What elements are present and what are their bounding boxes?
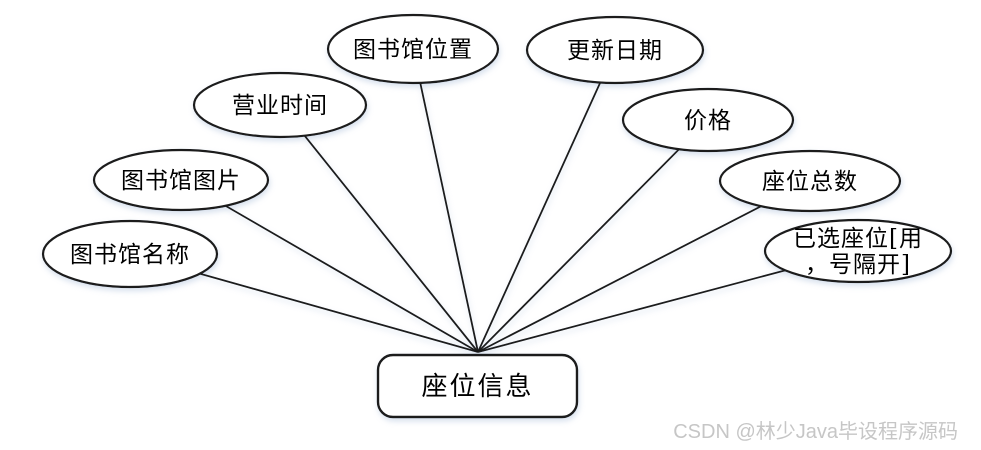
- attribute-ellipse-selected-seats: [763, 218, 953, 284]
- connector-line-library-image: [180, 179, 479, 353]
- attribute-ellipse-total-seats: [718, 149, 902, 213]
- attribute-ellipse-library-location: [326, 13, 500, 85]
- attribute-label-total-seats: 座位总数: [762, 169, 858, 195]
- attribute-ellipse-price: [621, 87, 795, 153]
- connector-line-price: [477, 119, 709, 353]
- attribute-label-library-location: 图书馆位置: [353, 37, 473, 63]
- entity-box: [376, 353, 579, 419]
- connector-line-business-hours: [279, 104, 479, 353]
- attribute-ellipse-update-date: [525, 15, 705, 85]
- connector-line-total-seats: [477, 180, 811, 353]
- attribute-ellipse-library-image: [92, 148, 270, 212]
- attribute-label-library-name: 图书馆名称: [70, 242, 190, 268]
- connector-line-library-location: [412, 48, 479, 353]
- entity-label: 座位信息: [421, 372, 533, 402]
- attribute-ellipse-business-hours: [192, 71, 368, 139]
- attribute-label-price: 价格: [684, 108, 732, 134]
- attribute-label-library-image: 图书馆图片: [121, 168, 241, 194]
- watermark: CSDN @林少Java毕设程序源码: [673, 421, 958, 443]
- attribute-label-business-hours: 营业时间: [232, 93, 328, 119]
- connector-line-update-date: [477, 49, 616, 353]
- attribute-label-update-date: 更新日期: [567, 38, 663, 64]
- attribute-label-selected-seats: 已选座位[用，号隔开]: [793, 226, 923, 278]
- attribute-ellipse-library-name: [41, 219, 219, 289]
